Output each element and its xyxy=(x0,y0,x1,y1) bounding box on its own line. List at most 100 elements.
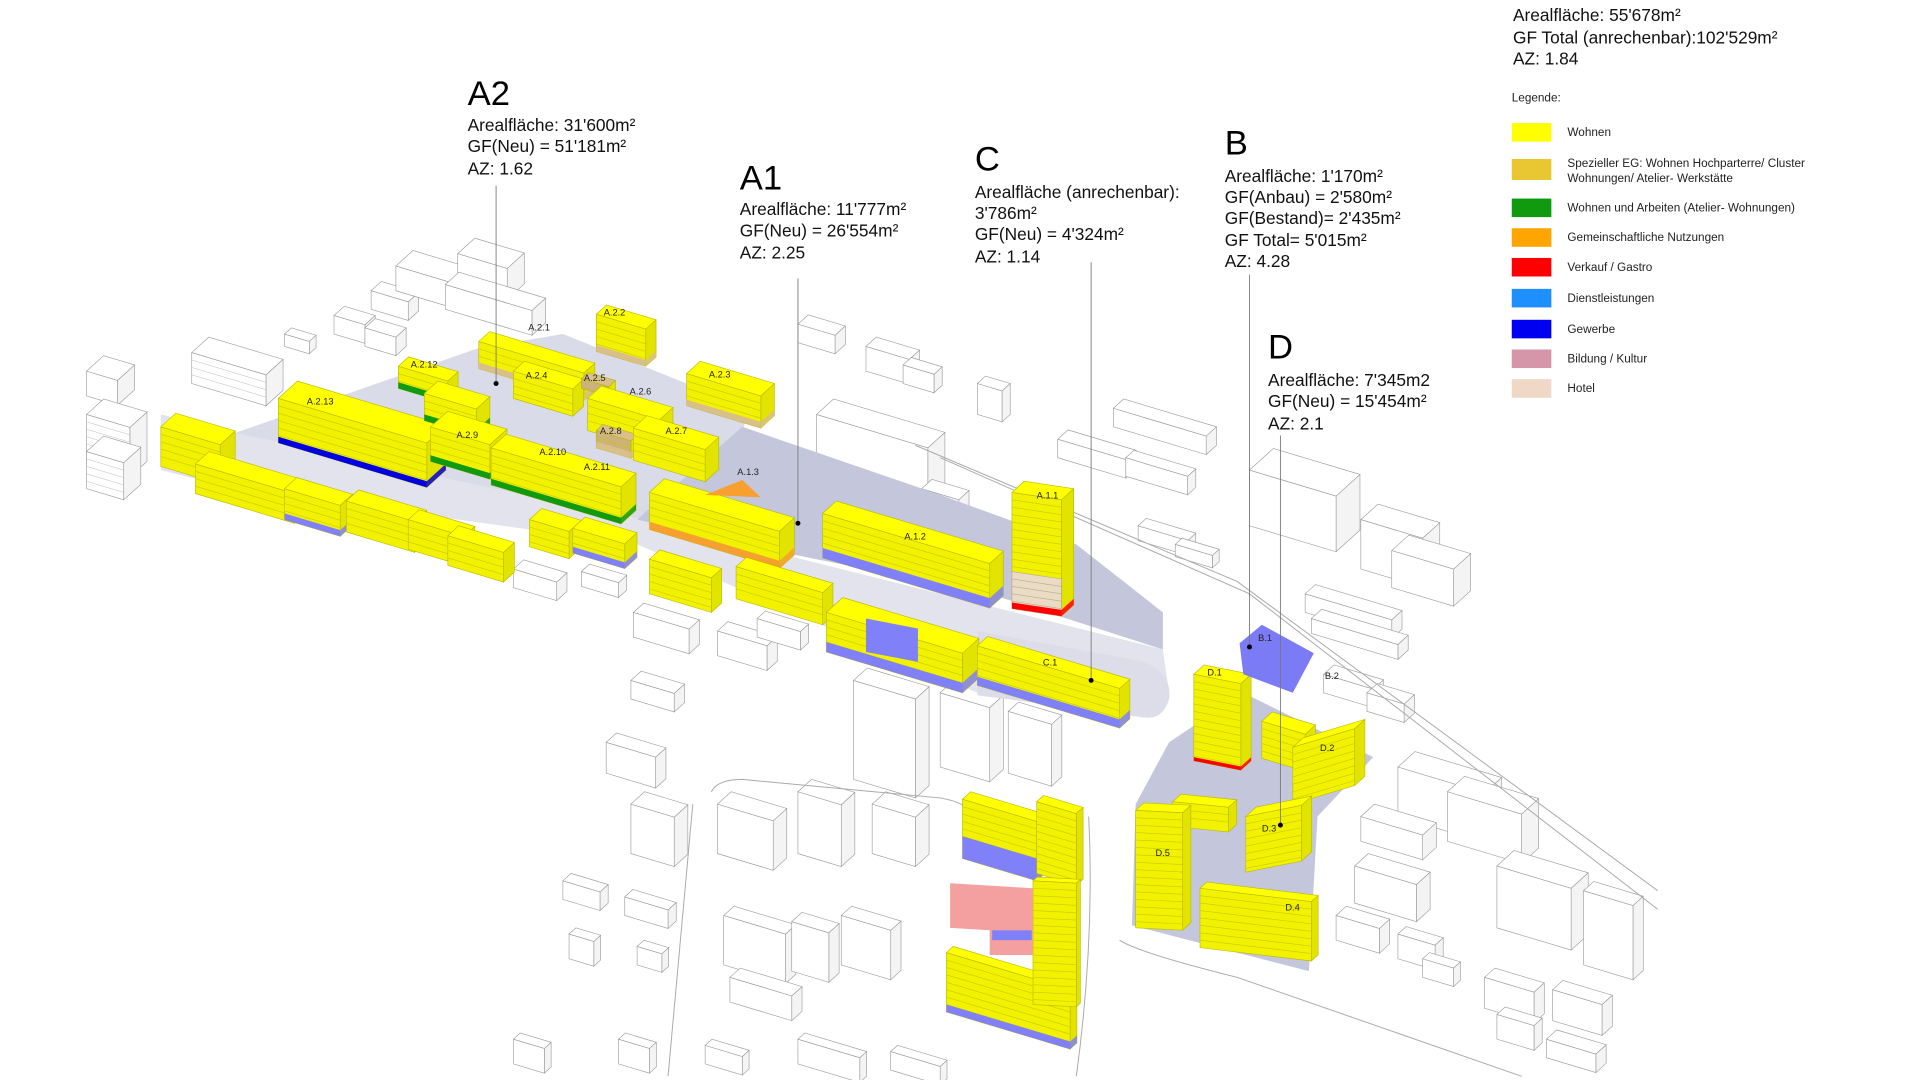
building-roof xyxy=(1244,795,1313,818)
floor-line xyxy=(946,974,1071,1013)
legend-swatch xyxy=(1511,123,1552,142)
floor-line xyxy=(86,421,130,436)
building-side-face xyxy=(1061,487,1075,617)
legend-label: Wohnungen/ Atelier- Werkstätte xyxy=(1567,172,1733,185)
context-building xyxy=(723,905,797,985)
zone-b-annotation: B Arealfläche: 1'170m² GF(Anbau) = 2'580… xyxy=(1225,125,1401,272)
building-roof xyxy=(1496,850,1589,889)
floor-line xyxy=(962,806,1037,830)
floor-line xyxy=(735,581,823,608)
floor-line xyxy=(977,660,1120,704)
floor-line xyxy=(430,441,490,460)
building-roof xyxy=(797,314,846,336)
zone-c-annotation: C Arealfläche (anrechenbar): 3'786m² GF(… xyxy=(975,141,1180,267)
summary-area: Arealfläche: 55'678m² xyxy=(1513,5,1681,25)
floor-line xyxy=(447,542,504,561)
floor-line xyxy=(1036,853,1077,866)
context-building xyxy=(85,435,142,501)
building-roof xyxy=(429,410,508,445)
floor-line xyxy=(1135,899,1183,903)
building-label: A.2.10 xyxy=(539,447,566,457)
floor-line xyxy=(1036,868,1077,881)
floor-line xyxy=(346,508,415,530)
floor-line xyxy=(1036,808,1077,822)
building-block xyxy=(1036,795,1084,886)
floor-line xyxy=(649,581,712,601)
floor-line xyxy=(191,359,267,383)
floor-line xyxy=(1032,969,1077,973)
ground-floor-use xyxy=(1011,602,1062,617)
building-roof xyxy=(871,791,930,818)
ground-floor-use xyxy=(1193,757,1241,771)
leader-dot xyxy=(1088,677,1094,683)
context-building xyxy=(364,318,407,357)
building-roof xyxy=(756,610,810,632)
building-side-face xyxy=(1075,806,1084,886)
floor-line xyxy=(491,469,622,510)
context-building xyxy=(1007,701,1063,787)
building-roof xyxy=(976,375,1011,392)
building-block xyxy=(976,636,1131,729)
summary: Arealfläche: 55'678m² GF Total (anrechen… xyxy=(1513,5,1778,68)
zone-c-line: AZ: 1.14 xyxy=(975,246,1041,266)
building-front-face xyxy=(1032,880,1077,1008)
floor-line xyxy=(1011,506,1062,515)
floor-line xyxy=(284,510,341,528)
building-block xyxy=(822,500,1004,609)
building-side-face xyxy=(1182,804,1192,931)
floor-line xyxy=(195,485,295,517)
floor-line xyxy=(1011,529,1062,538)
building-roof xyxy=(580,372,617,388)
floor-line xyxy=(447,550,504,568)
context-building xyxy=(605,732,667,789)
ground-floor-use xyxy=(962,668,979,693)
road-line xyxy=(667,804,694,1077)
building-roof xyxy=(1360,503,1441,539)
floor-line xyxy=(278,427,427,473)
floor-line xyxy=(1032,925,1077,928)
zone-a1-title: A1 xyxy=(740,159,782,197)
context-building xyxy=(1483,967,1545,1024)
zone-a1-line: Arealfläche: 11'777m² xyxy=(740,199,907,219)
floor-line xyxy=(1135,913,1183,917)
floor-line xyxy=(1011,586,1062,595)
floor-line xyxy=(1011,514,1062,523)
building-roof xyxy=(512,1032,552,1049)
floor-line xyxy=(1292,743,1355,763)
road-line xyxy=(1075,816,1091,1077)
building-block xyxy=(1193,664,1252,771)
building-roof xyxy=(716,791,788,822)
context-building xyxy=(890,1045,948,1080)
floor-line xyxy=(1011,600,1062,609)
building-block xyxy=(648,478,795,570)
ground-floor-use xyxy=(1240,757,1252,771)
floor-line xyxy=(1292,758,1355,778)
floor-line xyxy=(191,374,267,398)
ground-floor-use xyxy=(992,930,1032,941)
building-roof xyxy=(1582,881,1644,906)
building-roof xyxy=(490,433,637,488)
context-building xyxy=(1174,537,1220,569)
building-roof xyxy=(840,905,902,931)
summary-gf-total: GF Total (anrechenbar):102'529m² xyxy=(1513,27,1778,47)
zone-b-line: AZ: 4.28 xyxy=(1225,251,1290,271)
floor-line xyxy=(1032,954,1077,958)
zone-a2-annotation: A2 Arealfläche: 31'600m² GF(Neu) = 51'18… xyxy=(468,75,636,178)
building-roof xyxy=(1007,701,1063,725)
zone-a1-line: AZ: 2.25 xyxy=(740,243,805,263)
building-roof xyxy=(1137,518,1197,541)
zone-c-title: C xyxy=(975,141,1000,179)
context-building xyxy=(370,281,420,322)
floor-line xyxy=(1036,816,1077,829)
building-block xyxy=(572,516,638,570)
context-building xyxy=(1310,608,1409,661)
building-roof xyxy=(85,435,142,464)
leader-dot xyxy=(493,381,499,386)
building-roof xyxy=(1172,793,1238,808)
zone-a2-line: Arealfläche: 31'600m² xyxy=(468,115,636,135)
building-label: A.2.12 xyxy=(411,359,438,369)
building-roof xyxy=(587,385,674,421)
floor-line xyxy=(1032,887,1077,891)
building-block xyxy=(595,304,657,367)
context-building xyxy=(512,559,568,602)
